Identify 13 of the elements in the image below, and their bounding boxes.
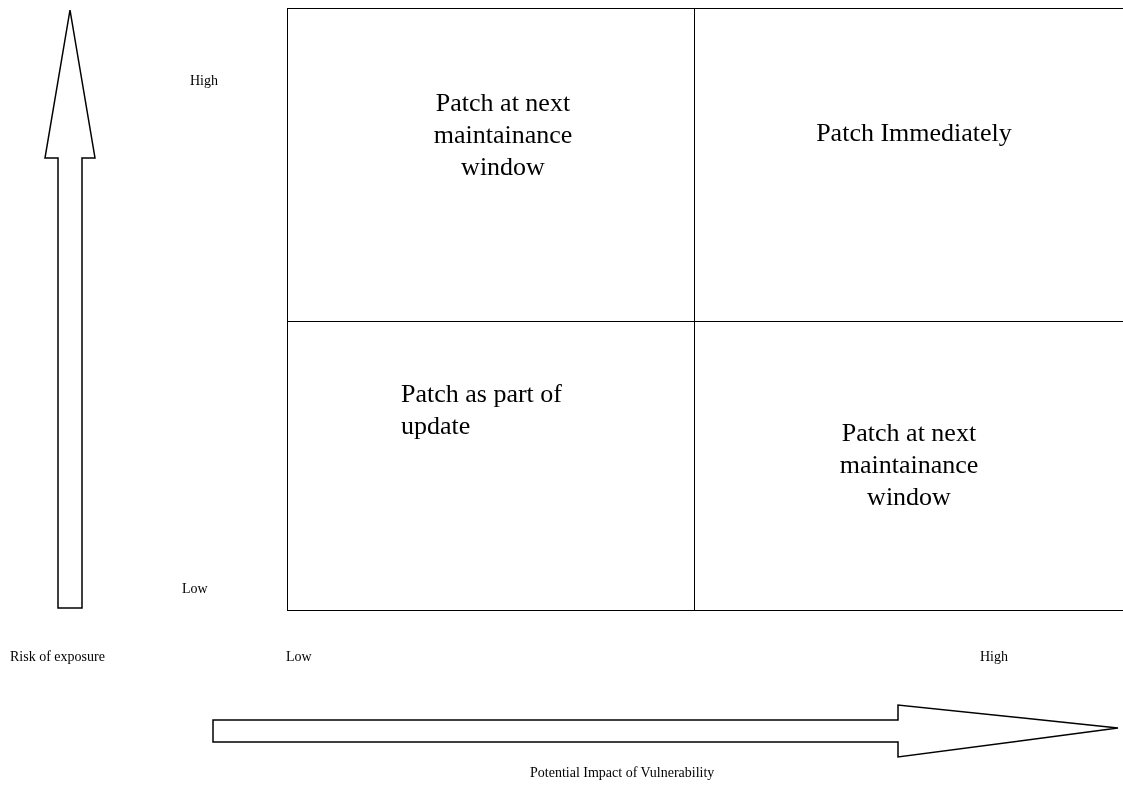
axis-label: Low <box>286 648 312 666</box>
cell-text: Patch at next maintainance window <box>838 417 980 513</box>
cell-text: Patch Immediately <box>815 117 1013 149</box>
axis-label: High <box>190 72 218 90</box>
matrix-cell <box>287 8 695 322</box>
axis-label: Potential Impact of Vulnerability <box>530 764 715 782</box>
cell-text: Patch at next maintainance window <box>432 87 574 183</box>
axis-label: Risk of exposure <box>10 648 105 666</box>
cell-text: Patch as part of update <box>401 378 563 442</box>
matrix-cell <box>287 321 695 611</box>
axis-label: High <box>980 648 1008 666</box>
matrix-cell <box>694 8 1123 322</box>
axis-label: Low <box>182 580 208 598</box>
